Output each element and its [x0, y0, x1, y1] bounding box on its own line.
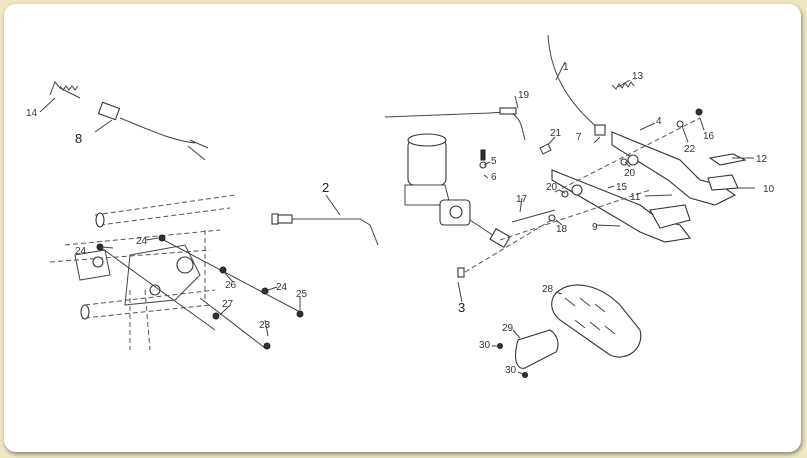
callout-30: 30 [479, 340, 491, 351]
callout-21: 21 [550, 128, 562, 139]
callout-17: 17 [516, 194, 528, 205]
callout-28: 28 [542, 284, 554, 295]
callout-5: 5 [491, 156, 497, 167]
callout-25: 25 [296, 289, 308, 300]
callout-15: 15 [616, 182, 628, 193]
callout-20: 20 [546, 182, 558, 193]
callout-2: 2 [322, 180, 329, 195]
callout-29: 29 [502, 323, 514, 334]
callout-24: 24 [136, 236, 148, 247]
spring-part [611, 81, 635, 90]
callout-18: 18 [556, 224, 568, 235]
pedal-9 [551, 169, 691, 243]
footrest-28 [551, 284, 642, 358]
cable-part [384, 107, 526, 141]
master-cylinder [404, 133, 511, 248]
callout-4: 4 [656, 116, 662, 127]
switch-part [97, 101, 209, 161]
callout-10: 10 [763, 184, 775, 195]
callout-19: 19 [518, 90, 530, 101]
callout-20: 20 [624, 168, 636, 179]
callout-3: 3 [458, 300, 465, 315]
callout-labels: 1 2 3 4 5 6 7 8 9 10 11 12 13 14 15 16 1… [26, 62, 775, 376]
cable-part [271, 213, 379, 246]
callout-6: 6 [491, 172, 497, 183]
callout-9: 9 [592, 222, 598, 233]
callout-1: 1 [563, 62, 569, 73]
callout-23: 23 [259, 320, 271, 331]
callout-11: 11 [630, 192, 641, 203]
callout-7: 7 [576, 132, 582, 143]
callout-16: 16 [703, 131, 715, 142]
leader-lines [39, 61, 755, 375]
callout-13: 13 [632, 71, 644, 82]
frame-assembly [49, 194, 304, 351]
pad-12 [708, 153, 747, 166]
callout-8: 8 [75, 131, 82, 146]
bracket-29 [497, 329, 559, 378]
pivot-hardware [457, 108, 703, 278]
callout-30: 30 [505, 365, 517, 376]
callout-24: 24 [276, 282, 288, 293]
spring-part [49, 81, 81, 99]
callout-22: 22 [684, 144, 696, 155]
callout-27: 27 [222, 299, 234, 310]
callout-26: 26 [225, 280, 237, 291]
callout-14: 14 [26, 108, 38, 119]
callout-12: 12 [756, 154, 768, 165]
callout-24: 24 [75, 246, 87, 257]
cable-part [547, 34, 606, 136]
